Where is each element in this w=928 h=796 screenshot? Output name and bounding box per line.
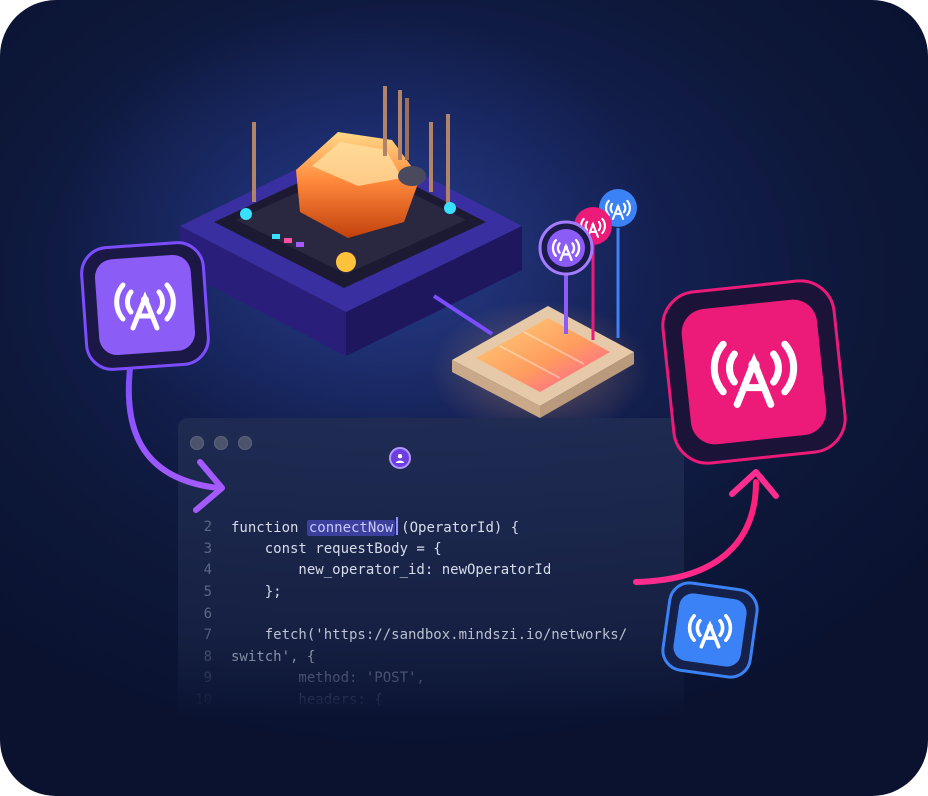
- window-dot-minimize[interactable]: [214, 436, 228, 450]
- line-number: 10: [195, 691, 212, 708]
- sim-card-icon: [452, 306, 634, 418]
- line-number: 6: [203, 605, 212, 622]
- antenna-tile-blue: [661, 581, 759, 679]
- code-line: function connectNow (OperatorId) {: [178, 474, 684, 537]
- antenna-icon: [605, 199, 631, 220]
- code-editor: function connectNow (OperatorId) { 2 cons…: [178, 418, 684, 751]
- line-number: 5: [203, 583, 212, 600]
- code-line: 2 const requestBody = {: [178, 496, 684, 557]
- code-line: 6 fetch('https://sandbox.mindszi.io/netw…: [178, 582, 684, 644]
- connector-line: [432, 294, 494, 336]
- code-line: 3 new_operator_id: newOperatorId: [178, 517, 684, 579]
- collaborator-cursor-badge: [389, 447, 411, 469]
- selected-function-name[interactable]: connectNow: [306, 520, 396, 537]
- window-controls: [190, 436, 252, 450]
- antenna-icon: [710, 340, 798, 408]
- code-text: headers: {: [231, 691, 383, 708]
- code-text: (OperatorId) {: [401, 520, 520, 537]
- line-number: 2: [203, 519, 212, 536]
- line-number: 3: [203, 540, 212, 557]
- text-cursor: [396, 517, 399, 536]
- code-line: 9 headers: {: [178, 647, 684, 708]
- user-icon: [395, 454, 405, 463]
- line-number: 7: [203, 627, 212, 644]
- arrow-icon: [633, 469, 779, 585]
- antenna-tile-pink: [661, 279, 847, 465]
- code-text: function: [231, 520, 307, 537]
- line-number: 8: [203, 648, 212, 665]
- line-number: 4: [203, 562, 212, 579]
- code-text: };: [231, 583, 282, 600]
- antenna-badge-purple: [538, 220, 594, 276]
- line-number: 9: [203, 670, 212, 687]
- code-line: 4 };: [178, 539, 684, 600]
- code-text: switch', {: [231, 648, 316, 665]
- code-line: 8 method: 'POST',: [178, 625, 684, 687]
- code-text: fetch('https://sandbox.mindszi.io/networ…: [231, 627, 628, 644]
- code-line: 5: [178, 560, 684, 600]
- window-dot-maximize[interactable]: [238, 436, 252, 450]
- code-text: new_operator_id: newOperatorId: [231, 562, 552, 579]
- code-line: 7 switch', {: [178, 604, 684, 665]
- antenna-icon: [687, 613, 733, 649]
- code-text: method: 'POST',: [231, 670, 425, 687]
- antenna-tile-purple: [80, 241, 210, 371]
- antenna-icon: [551, 239, 581, 262]
- code-text: const requestBody = {: [231, 540, 442, 557]
- window-dot-close[interactable]: [190, 436, 204, 450]
- antenna-icon: [114, 282, 176, 331]
- chip-icon: [180, 86, 522, 356]
- arrow-icon: [125, 357, 225, 513]
